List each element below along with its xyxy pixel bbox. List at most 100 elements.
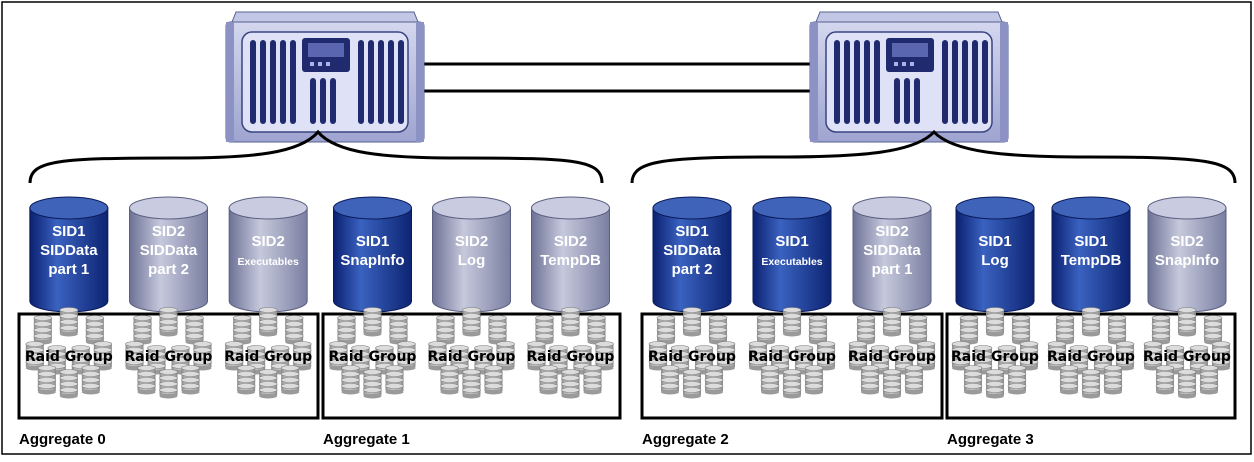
disk-stack-icon [284,315,304,345]
raid-group: Raid Group [1143,307,1231,399]
volume-label: SID1 [356,233,389,250]
volume-label: SID2 [875,223,908,240]
aggregate-label: Aggregate 1 [323,431,410,448]
raid-group: Raid Group [848,307,936,399]
raid-group-label: Raid Group [1047,349,1135,365]
disk-stack-icon [816,341,836,371]
volume-label: SnapInfo [1155,252,1219,269]
raid-group: Raid Group [951,307,1039,399]
disk-stack-icon [47,345,67,375]
disk-stack-icon [1199,365,1219,395]
disk-stack-icon [246,345,266,375]
volume-label: SIDData [140,242,198,259]
disk-stack-icon [985,307,1005,337]
disk-stack-icon [385,365,404,395]
disk-stack-icon [660,365,680,395]
raid-group-label: Raid Group [25,349,113,365]
disk-stack-icon [1011,315,1031,345]
volume-label: SIDData [663,242,721,259]
raid-group: Raid Group [1047,307,1135,399]
disk-stack-icon [808,315,828,345]
disk-stack-icon [1155,365,1175,395]
disk-stack-icon [484,365,503,395]
disk-stack-icon [682,369,702,399]
disk-stack-icon [159,369,178,399]
raid-group-label: Raid Group [125,349,213,365]
disk-stack-icon [1177,307,1197,337]
disk-stack-icon [185,315,204,345]
raid-group-label: Raid Group [951,349,1039,365]
disk-stack-icon [258,307,278,337]
raid-group-label: Raid Group [748,349,836,365]
disk-stack-icon [440,365,459,395]
raid-group: Raid Group [527,307,614,399]
disk-stack-icon [951,341,971,371]
aggregate-label: Aggregate 0 [19,431,106,448]
raid-group-label: Raid Group [648,349,736,365]
disk-stack-icon [760,365,780,395]
disk-stack-icon [985,369,1005,399]
disk-stack-icon [682,307,702,337]
disk-stack-icon [133,315,152,345]
disk-stack-icon [595,341,614,371]
disk-stack-icon [33,315,53,345]
disk-stack-icon [561,369,580,399]
volume-label: SID1 [978,233,1011,250]
raid-group: Raid Group [428,307,515,399]
disk-stack-icon [462,369,481,399]
disk-stack-icon [704,365,724,395]
disk-stack-icon [59,369,79,399]
disk-stack-icon [1151,315,1171,345]
disk-stack-icon [848,341,868,371]
volume-label: TempDB [1061,252,1122,269]
disk-stack-icon [159,307,178,337]
volume-label: part 2 [672,261,713,278]
disk-stack-icon [656,315,676,345]
volume-label: part 1 [48,261,89,278]
volume-label: part 1 [872,261,913,278]
volume-label: TempDB [540,252,601,269]
disk-stack-icon [232,315,252,345]
disk-stack-icon [904,365,924,395]
disk-stack-icon [85,315,105,345]
disk-stack-icon [708,315,728,345]
disk-stack-icon [363,369,382,399]
volume-label: SID2 [455,233,488,250]
disk-stack-icon [539,365,558,395]
volume-label: Executables [761,256,822,268]
filer-interconnect [423,62,810,93]
disk-stack-icon [882,307,902,337]
disk-stack-icon [1059,365,1079,395]
disk-stack-icon [587,315,606,345]
disk-stack-icon [1093,345,1113,375]
disk-stack-icon [963,365,983,395]
aggregate-label: Aggregate 3 [947,431,1034,448]
disk-stack-icon [1143,341,1163,371]
volume-label: Log [458,252,486,269]
volume-label: SnapInfo [340,252,404,269]
disk-stack-icon [125,341,144,371]
disk-stack-icon [959,315,979,345]
disk-stack-icon [782,369,802,399]
disk-stack-icon [1203,315,1223,345]
raid-group-label: Raid Group [848,349,936,365]
raid-group-label: Raid Group [329,349,417,365]
disk-stack-icon [337,315,356,345]
disk-stack-icon [1115,341,1135,371]
volume-label: SID1 [675,223,708,240]
volume-label: SID1 [1074,233,1107,250]
disk-stack-icon [1103,365,1123,395]
brace-right [630,129,1237,184]
filer-icon [809,11,1009,143]
disk-stack-icon [137,365,156,395]
disk-stack-icon [224,341,244,371]
volume-label: SID1 [52,223,85,240]
